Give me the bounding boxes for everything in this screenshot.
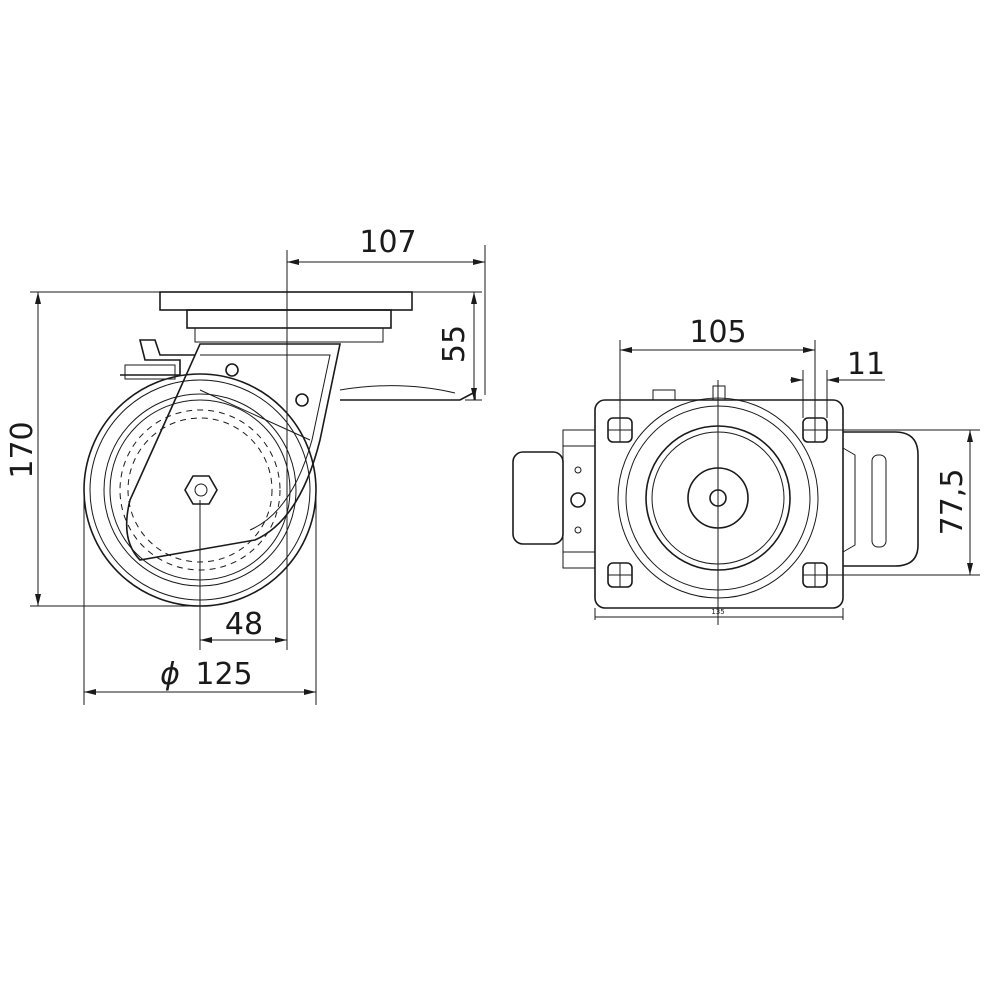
dim-diameter-label: 125 [195, 657, 252, 692]
brake-housing [512, 429, 596, 569]
dim-offset-label: 48 [225, 607, 263, 642]
dim-hole-diameter: 11 [790, 347, 885, 418]
dim-plate-height: 55 [412, 291, 482, 401]
rivet [225, 363, 239, 377]
top-detail [652, 389, 676, 401]
dim-diameter: ϕ 125 [83, 490, 317, 705]
dim-total-height: 170 [5, 291, 200, 607]
brake-pedal [842, 431, 919, 567]
axle-nut [184, 475, 218, 505]
dim-plate-width-label: 135 [711, 608, 724, 616]
dim-width-top: 107 [287, 225, 486, 395]
dim-width-top-label: 107 [359, 225, 416, 260]
brake-lever [120, 339, 476, 401]
dim-hole-diameter-label: 11 [847, 347, 885, 382]
dim-hole-spacing-vertical: 77,5 [827, 429, 980, 576]
side-view: 107 170 55 48 ϕ 125 [5, 225, 486, 705]
diameter-symbol: ϕ [160, 657, 180, 692]
top-plate [159, 291, 413, 343]
bolt-hole [607, 562, 633, 588]
dim-plate-width: 135 [594, 608, 844, 620]
rivet [295, 393, 309, 407]
bolt-hole [802, 562, 828, 588]
dim-hole-spacing-vertical-label: 77,5 [935, 469, 970, 536]
top-detail [712, 385, 726, 401]
dim-hole-spacing-label: 105 [689, 315, 746, 350]
swivel-fork [125, 343, 341, 561]
dim-total-height-label: 170 [5, 421, 40, 478]
dim-hole-spacing: 105 [619, 315, 816, 430]
top-view: 105 11 77,5 135 [512, 315, 980, 625]
dim-plate-height-label: 55 [437, 325, 472, 363]
dim-offset: 48 [199, 500, 287, 650]
